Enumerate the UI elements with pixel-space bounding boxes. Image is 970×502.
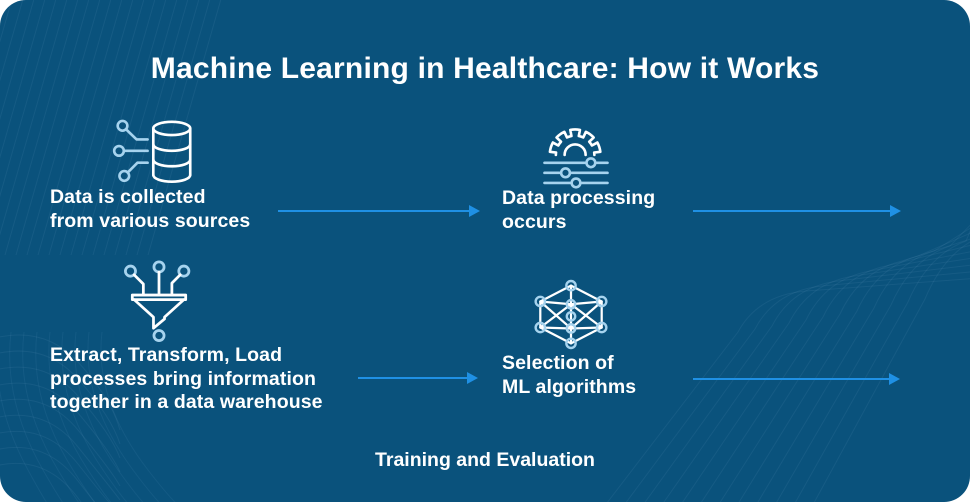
flow-arrow	[358, 372, 478, 384]
arrow-head	[467, 372, 478, 384]
step-label-etl: Extract, Transform, Load processes bring…	[50, 344, 323, 413]
arrow-line	[693, 378, 889, 380]
arrow-line	[693, 210, 890, 212]
flow-arrow	[693, 205, 901, 217]
neural-network-icon	[534, 279, 608, 350]
step-label-process: Data processing occurs	[502, 187, 656, 233]
step-label-collect: Data is collected from various sources	[50, 186, 251, 232]
gear-sliders-icon	[543, 128, 609, 189]
step-label-select-algorithms: Selection of ML algorithms	[502, 352, 637, 398]
flow-arrow	[693, 373, 900, 385]
footer-label: Training and Evaluation	[375, 449, 595, 471]
arrow-head	[469, 205, 480, 217]
flow-arrow	[278, 205, 480, 217]
arrow-head	[889, 373, 900, 385]
arrow-line	[358, 377, 467, 379]
database-sources-icon	[112, 119, 192, 183]
arrow-line	[278, 210, 469, 212]
arrow-head	[890, 205, 901, 217]
page-title: Machine Learning in Healthcare: How it W…	[150, 52, 820, 85]
funnel-etl-icon	[124, 260, 191, 342]
